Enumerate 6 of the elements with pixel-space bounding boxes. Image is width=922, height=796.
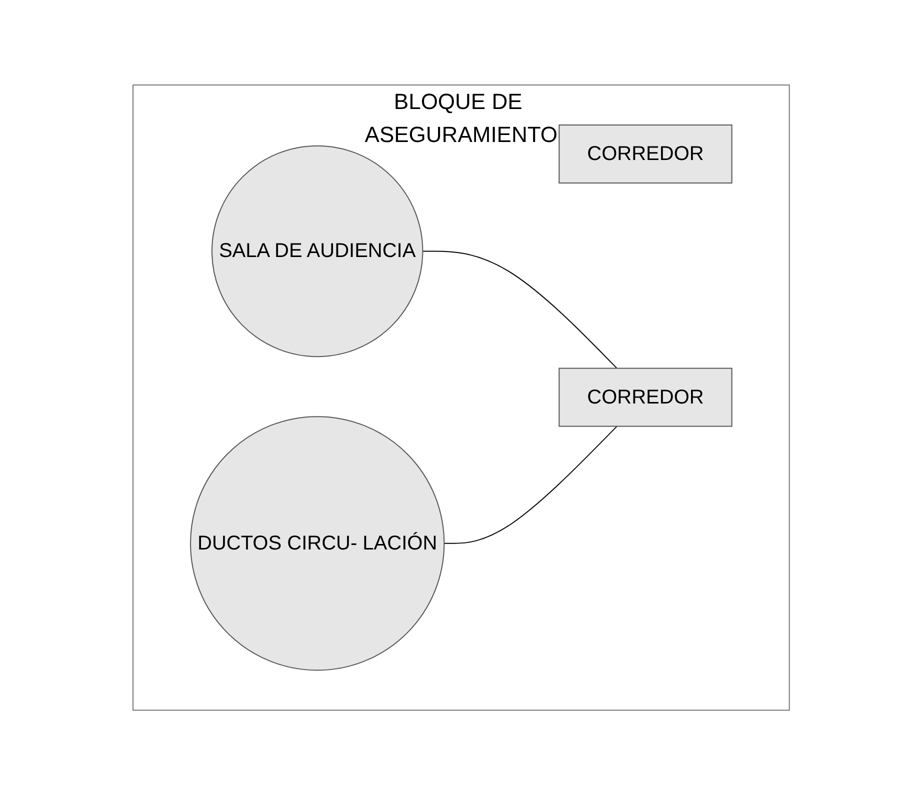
node-box: CORREDOR [558,124,732,184]
node-box: CORREDOR [558,368,732,428]
connector [422,251,618,370]
node-circle: SALA DE AUDIENCIA [211,146,424,358]
node-circle: DUCTOS CIRCU- LACIÓN [190,416,444,672]
connector [443,426,618,544]
